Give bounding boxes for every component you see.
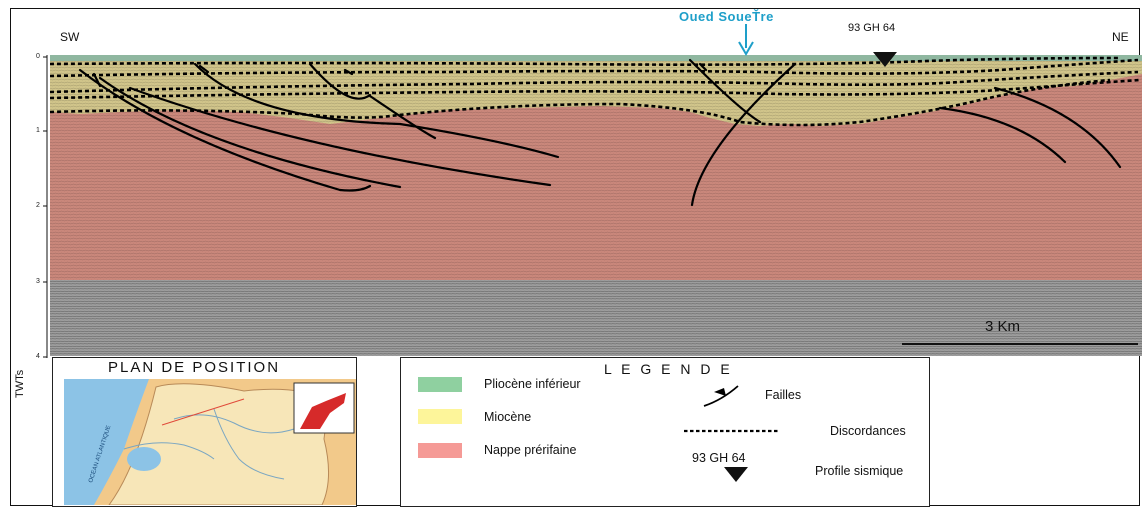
discordance-legend-icon — [682, 426, 782, 436]
legend-station-label: 93 GH 64 — [692, 451, 746, 465]
ne-label: NE — [1112, 30, 1129, 44]
legend-swatch-pliocene — [418, 377, 462, 392]
oued-label: Oued SoueŤre — [679, 9, 774, 24]
station-label: 93 GH 64 — [848, 22, 895, 34]
location-map: OCEAN ATLANTIQUE — [64, 379, 356, 505]
legend-failles: Failles — [765, 388, 801, 402]
axis-label-twts: TWTs — [14, 370, 26, 398]
oued-arrow — [739, 24, 753, 54]
legend-label-miocene: Miocène — [484, 410, 531, 424]
legend-title: L E G E N D E — [604, 361, 733, 377]
plan-title: PLAN DE POSITION — [108, 359, 280, 376]
legend-label-pliocene: Pliocène inférieur — [484, 377, 581, 391]
legend-station-triangle — [724, 467, 748, 483]
pliocene-unit — [50, 55, 1142, 61]
legend-swatch-nappe — [418, 443, 462, 458]
sw-label: SW — [60, 30, 79, 44]
legend-label-nappe: Nappe prérifaine — [484, 443, 576, 457]
scale-label: 3 Km — [985, 318, 1020, 335]
time-tick-0: 0 — [36, 53, 40, 60]
time-tick-4: 4 — [36, 353, 40, 360]
time-tick-2: 2 — [36, 202, 40, 209]
time-tick-3: 3 — [36, 278, 40, 285]
time-tick-1: 1 — [36, 127, 40, 134]
fault-legend-icon — [700, 380, 746, 410]
legend-swatch-miocene — [418, 409, 462, 424]
legend-profile-sismique: Profile sismique — [815, 464, 903, 478]
legend-discordances: Discordances — [830, 424, 906, 438]
